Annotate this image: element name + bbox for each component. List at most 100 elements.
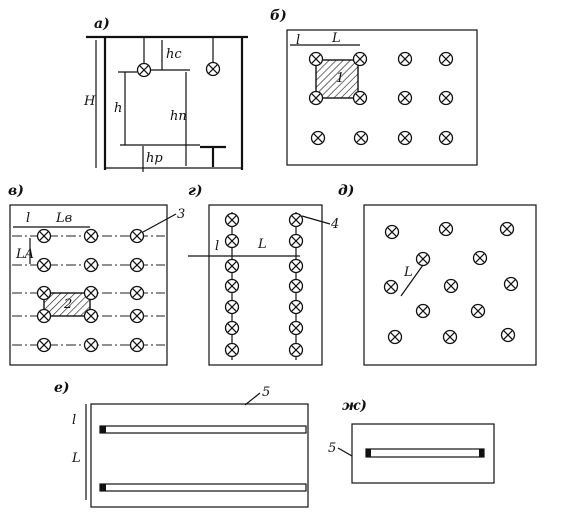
panel-g: г) l L 4 bbox=[188, 183, 339, 366]
lamp-icon bbox=[397, 51, 413, 67]
lamp-icon bbox=[129, 308, 145, 324]
lamp-icon bbox=[472, 250, 488, 266]
label-L: L bbox=[71, 451, 81, 466]
lamp-icon bbox=[83, 228, 99, 244]
panel-a-label: а) bbox=[94, 16, 110, 32]
luminaire-strip bbox=[99, 425, 307, 434]
lamp-icon bbox=[438, 90, 454, 106]
label-L: L bbox=[331, 31, 341, 46]
lamp-icon bbox=[36, 228, 52, 244]
area-number: 2 bbox=[63, 297, 72, 312]
lamp-icon bbox=[310, 130, 326, 146]
lamp-icon bbox=[288, 233, 304, 249]
label-l: l bbox=[296, 33, 300, 48]
lamp-icon bbox=[397, 130, 413, 146]
room-outline bbox=[351, 423, 495, 484]
lamp-icon bbox=[438, 130, 454, 146]
label-l: l bbox=[215, 239, 219, 254]
panel-d: д) L bbox=[338, 183, 537, 366]
label-hp-vert: hп bbox=[170, 109, 187, 124]
leader-line bbox=[244, 392, 261, 406]
area-number: 1 bbox=[336, 71, 344, 86]
lamp-icon bbox=[288, 320, 304, 336]
room-outline bbox=[208, 204, 323, 366]
label-l: l bbox=[72, 413, 76, 428]
lamp-icon bbox=[415, 251, 431, 267]
lamp-icon bbox=[205, 61, 221, 77]
lamp-icon bbox=[83, 337, 99, 353]
lamp-icon bbox=[224, 233, 240, 249]
label-h: h bbox=[114, 101, 122, 116]
lamp-icon bbox=[224, 212, 240, 228]
panel-v: в) l Lв LA 2 3 bbox=[8, 183, 185, 366]
room-outline bbox=[9, 204, 168, 366]
lamp-icon bbox=[288, 342, 304, 358]
lamp-icon bbox=[36, 337, 52, 353]
leader-line bbox=[301, 215, 331, 225]
lamp-icon bbox=[387, 329, 403, 345]
lamp-icon bbox=[224, 320, 240, 336]
lamp-icon bbox=[129, 257, 145, 273]
ref-3: 3 bbox=[177, 207, 185, 222]
panel-v-label: в) bbox=[8, 183, 24, 199]
lamp-icon bbox=[308, 51, 324, 67]
label-L: L bbox=[257, 237, 267, 252]
lamp-icon bbox=[352, 90, 368, 106]
label-l: l bbox=[26, 211, 30, 226]
lamp-icon bbox=[503, 276, 519, 292]
lamp-icon bbox=[288, 212, 304, 228]
leader-line bbox=[142, 213, 177, 233]
lamp-icon bbox=[224, 278, 240, 294]
lamp-icon bbox=[443, 278, 459, 294]
lamp-icon bbox=[136, 62, 152, 78]
panel-g-label: г) bbox=[188, 183, 203, 199]
lamp-icon bbox=[224, 299, 240, 315]
label-hc: hc bbox=[166, 47, 182, 62]
lamp-icon bbox=[36, 308, 52, 324]
label-Lv: Lв bbox=[55, 211, 72, 226]
room-outline bbox=[363, 204, 537, 366]
lamp-icon bbox=[499, 221, 515, 237]
luminaire-strip bbox=[99, 483, 307, 492]
panel-a: а) H hc h hп hр bbox=[83, 16, 248, 172]
panel-d-label: д) bbox=[338, 183, 354, 199]
label-H: H bbox=[83, 94, 96, 109]
room-outline bbox=[286, 29, 478, 166]
hatched-area bbox=[43, 292, 91, 317]
lamp-icon bbox=[308, 90, 324, 106]
leader-line bbox=[337, 447, 353, 457]
lamp-icon bbox=[83, 257, 99, 273]
ref-4: 4 bbox=[330, 217, 339, 232]
lamp-icon bbox=[36, 285, 52, 301]
label-L: L bbox=[403, 265, 413, 280]
lamp-icon bbox=[83, 285, 99, 301]
lamp-icon bbox=[288, 278, 304, 294]
lamp-icon bbox=[224, 258, 240, 274]
panel-b-label: б) bbox=[270, 8, 287, 24]
lamp-icon bbox=[442, 329, 458, 345]
room-outline bbox=[90, 403, 309, 508]
panel-zh: ж) 5 bbox=[328, 398, 495, 484]
panel-e: е) l L 5 bbox=[54, 380, 309, 508]
lamp-icon bbox=[129, 337, 145, 353]
lamp-icon bbox=[129, 285, 145, 301]
panel-zh-label: ж) bbox=[342, 398, 367, 414]
ref-5: 5 bbox=[262, 385, 270, 400]
lamp-icon bbox=[384, 224, 400, 240]
luminaire-strip bbox=[365, 448, 485, 458]
lamp-icon bbox=[288, 258, 304, 274]
hatched-area bbox=[315, 59, 359, 99]
lamp-icon bbox=[438, 51, 454, 67]
lamp-icon bbox=[288, 299, 304, 315]
lamp-icon bbox=[352, 51, 368, 67]
lamp-icon bbox=[383, 279, 399, 295]
lamp-icon bbox=[353, 130, 369, 146]
label-LA: LA bbox=[15, 247, 34, 262]
panel-b: б) l L 1 bbox=[270, 8, 478, 166]
lamp-icon bbox=[397, 90, 413, 106]
label-hr: hр bbox=[146, 151, 163, 166]
lamp-icon bbox=[83, 308, 99, 324]
lamp-icon bbox=[129, 228, 145, 244]
lamp-icon bbox=[36, 257, 52, 273]
